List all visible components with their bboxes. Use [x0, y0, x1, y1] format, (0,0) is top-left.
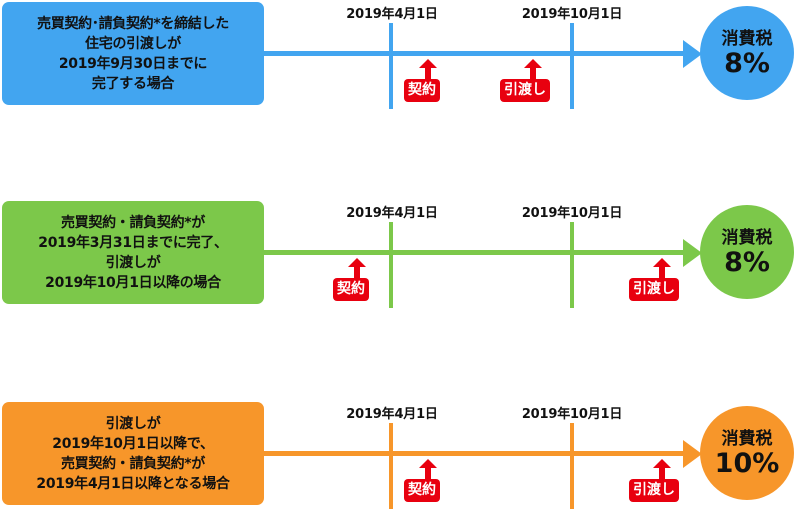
date-line-april — [389, 423, 393, 509]
scenario-row-1: 売買契約･請負契約*を締結した 住宅の引渡しが 2019年9月30日までに 完了… — [0, 2, 806, 110]
delivery-marker: 引渡し — [629, 459, 679, 502]
scenario-row-3: 引渡しが 2019年10月1日以降で、 売買契約・請負契約*が 2019年4月1… — [0, 402, 806, 510]
tax-rate: 8% — [724, 48, 770, 79]
arrow-up-icon — [333, 258, 381, 278]
arrow-up-icon — [638, 459, 686, 479]
condition-box: 売買契約・請負契約*が 2019年3月31日までに完了、 引渡しが 2019年1… — [2, 201, 264, 304]
condition-line: 住宅の引渡しが — [85, 35, 181, 52]
tax-label: 消費税 — [721, 429, 773, 449]
contract-tag: 契約 — [333, 278, 369, 301]
date-label-october: 2019年10月1日 — [521, 206, 623, 221]
date-line-october — [570, 222, 574, 308]
arrow-up-icon — [509, 59, 557, 79]
arrow-right-icon — [683, 239, 702, 267]
contract-tag: 契約 — [404, 79, 440, 102]
condition-line: 2019年3月31日までに完了、 — [38, 234, 228, 251]
condition-line: 完了する場合 — [91, 75, 175, 92]
arrow-up-icon — [638, 258, 686, 278]
date-label-october: 2019年10月1日 — [521, 7, 623, 22]
condition-box: 引渡しが 2019年10月1日以降で、 売買契約・請負契約*が 2019年4月1… — [2, 402, 264, 505]
delivery-marker: 引渡し — [500, 59, 550, 102]
arrow-up-icon — [404, 459, 452, 479]
tax-rate: 10% — [714, 448, 780, 479]
condition-line: 売買契約・請負契約*が — [60, 455, 206, 472]
contract-tag: 契約 — [404, 479, 440, 502]
timeline-line — [263, 250, 685, 255]
tax-rate-circle: 消費税 10% — [700, 406, 794, 500]
delivery-tag: 引渡し — [629, 479, 679, 502]
condition-box: 売買契約･請負契約*を締結した 住宅の引渡しが 2019年9月30日までに 完了… — [2, 2, 264, 105]
contract-marker: 契約 — [404, 59, 452, 102]
contract-marker: 契約 — [404, 459, 452, 502]
delivery-marker: 引渡し — [629, 258, 679, 301]
date-line-october — [570, 23, 574, 109]
contract-marker: 契約 — [333, 258, 381, 301]
condition-line: 2019年4月1日以降となる場合 — [36, 475, 230, 492]
condition-line: 2019年10月1日以降の場合 — [45, 274, 221, 291]
date-label-october: 2019年10月1日 — [521, 407, 623, 422]
timeline-line — [263, 451, 685, 456]
condition-line: 引渡しが — [105, 254, 161, 271]
condition-line: 引渡しが — [105, 415, 161, 432]
tax-label: 消費税 — [721, 29, 773, 49]
tax-label: 消費税 — [721, 228, 773, 248]
date-label-april: 2019年4月1日 — [346, 206, 438, 221]
tax-rate-circle: 消費税 8% — [700, 6, 794, 100]
condition-line: 2019年9月30日までに — [58, 55, 208, 72]
condition-line: 売買契約･請負契約*を締結した — [37, 15, 229, 32]
delivery-tag: 引渡し — [629, 278, 679, 301]
scenario-row-2: 売買契約・請負契約*が 2019年3月31日までに完了、 引渡しが 2019年1… — [0, 201, 806, 309]
condition-line: 2019年10月1日以降で、 — [52, 435, 214, 452]
timeline-line — [263, 51, 685, 56]
date-label-april: 2019年4月1日 — [346, 407, 438, 422]
tax-rate: 8% — [724, 247, 770, 278]
arrow-right-icon — [683, 40, 702, 68]
date-line-april — [389, 222, 393, 308]
tax-rate-circle: 消費税 8% — [700, 205, 794, 299]
arrow-right-icon — [683, 440, 702, 468]
date-line-april — [389, 23, 393, 109]
condition-line: 売買契約・請負契約*が — [60, 214, 206, 231]
date-line-october — [570, 423, 574, 509]
date-label-april: 2019年4月1日 — [346, 7, 438, 22]
arrow-up-icon — [404, 59, 452, 79]
delivery-tag: 引渡し — [500, 79, 550, 102]
